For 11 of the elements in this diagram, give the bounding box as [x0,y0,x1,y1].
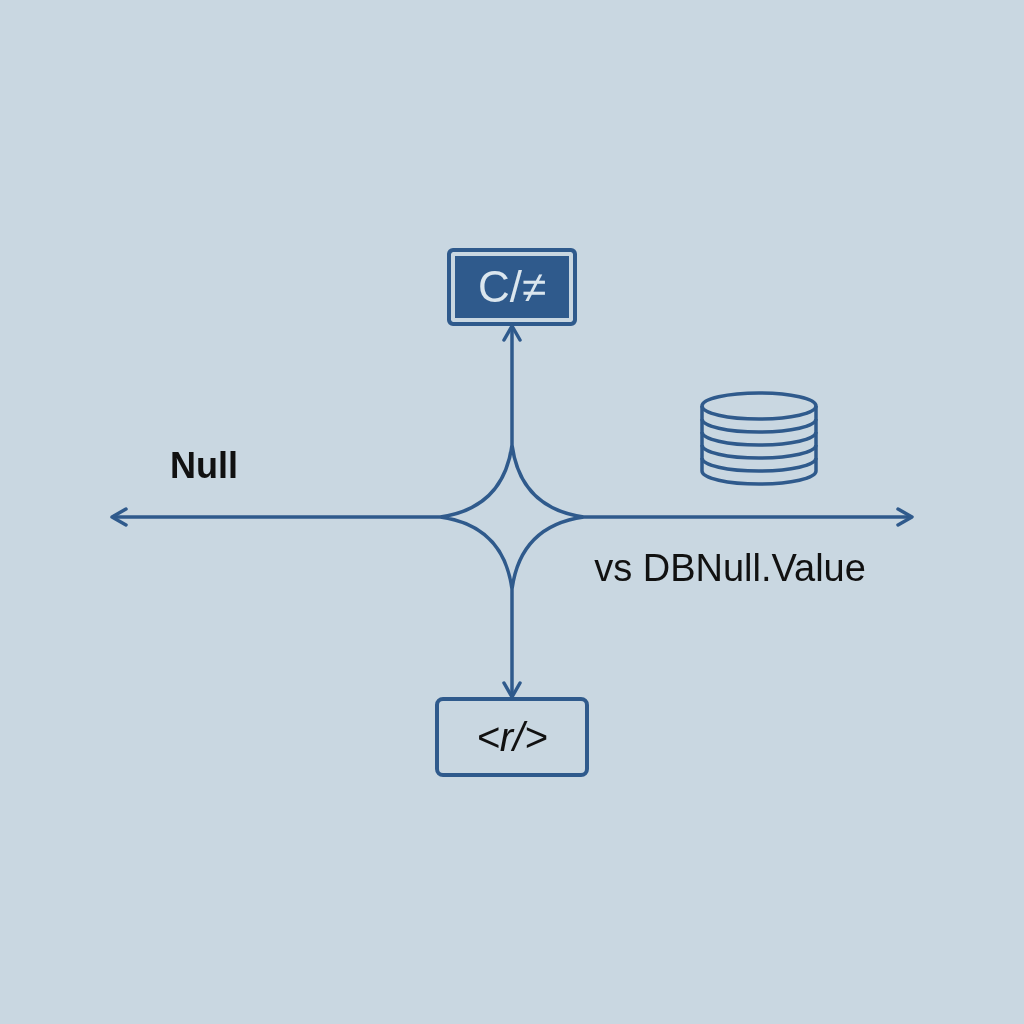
arrow [110,507,440,527]
title-text: vs DBNull.Value [593,546,867,591]
code-box [435,697,589,777]
language-badge [447,248,577,326]
star-shape [440,445,584,589]
arrow [502,589,522,699]
badge-label: C/≠ [477,262,547,312]
arrow [584,507,914,527]
arrow [502,324,522,445]
code-symbol: <r/> [476,714,548,760]
side-label: Null [170,444,239,488]
